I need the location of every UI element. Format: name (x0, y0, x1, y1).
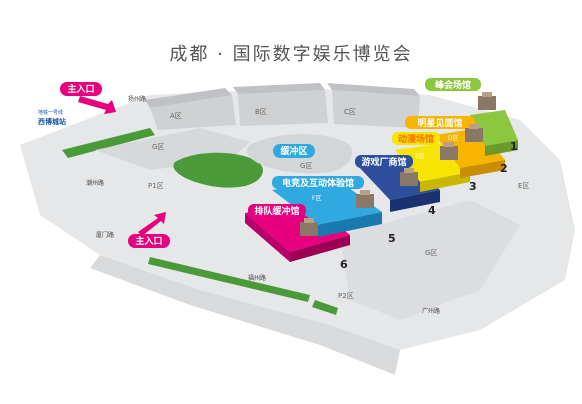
entry-south-badge (128, 234, 170, 248)
green-strip-southeast (312, 300, 338, 315)
zone-g-south (340, 200, 520, 320)
hall-5-badge (272, 176, 364, 189)
green-park (173, 152, 263, 188)
hall-4-label: 游戏厂商馆 (361, 156, 406, 168)
hall-4-side (390, 190, 440, 212)
zone-b-label: B区 (255, 108, 267, 116)
buffer-zone-badge (273, 144, 315, 158)
hall-2-zone: D区 (448, 135, 459, 142)
site-ground-lower (90, 255, 400, 375)
entry-north-label: 主入口 (67, 83, 94, 95)
hall-6-building-icon (300, 218, 318, 236)
zone-g-buffer-label: G区 (300, 162, 312, 170)
hall-6-side (290, 235, 350, 262)
hall-3-building-icon (440, 142, 458, 160)
hall-2-badge (405, 116, 475, 129)
hall-5-number: 5 (388, 232, 396, 245)
hall-1-building-icon (478, 92, 496, 110)
hall-1-zone: D区 (472, 100, 483, 107)
building-c (332, 90, 420, 128)
zone-p2-label: P2区 (338, 292, 354, 300)
road-west-north-label: 潮州路 (86, 179, 104, 187)
zone-p1-label: P1区 (148, 182, 164, 190)
building-a-top (145, 88, 232, 108)
hall-6-number: 6 (340, 258, 348, 271)
hall-3-number: 3 (469, 180, 477, 193)
hall-6-front (245, 213, 290, 262)
hall-3-zone: E区 (415, 153, 425, 160)
road-west-south-label: 厦门路 (96, 231, 114, 239)
hall-4-number: 4 (428, 204, 436, 217)
hall-2-building-icon (465, 124, 483, 142)
zone-a-label: A区 (170, 112, 182, 120)
hall-5-zone: F区 (312, 195, 321, 202)
building-b (238, 90, 328, 126)
entry-north-arrow-icon (78, 96, 116, 114)
road-east-label: 广州路 (422, 307, 440, 315)
green-strip-south (148, 257, 310, 302)
hall-3-label: 动漫场馆 (398, 133, 434, 145)
hall-1-number: 1 (510, 140, 518, 153)
entry-south-label: 主入口 (135, 235, 162, 247)
hall-2-number: 2 (500, 162, 508, 175)
hall-5-building-icon (356, 190, 374, 208)
road-south-label: 福州路 (248, 274, 266, 282)
hall-6-badge (248, 204, 306, 217)
metro-station-label: 西博城站 (38, 117, 66, 126)
hall-2-label: 明星见面馆 (417, 117, 462, 129)
zone-g-park-label: G区 (152, 143, 164, 151)
metro-line-label: 地铁一号线 (38, 109, 63, 116)
buffer-zone-label: 缓冲区 (280, 145, 307, 157)
zone-e-east-label: E区 (518, 182, 529, 190)
hall-4-badge (355, 155, 413, 168)
hall-4-building-icon (400, 168, 418, 186)
road-north-label: 扬州路 (128, 95, 146, 103)
hall-1-badge (425, 78, 481, 91)
building-a (150, 95, 236, 130)
hall-1-side (485, 140, 518, 156)
hall-3-side (420, 172, 470, 192)
hall-5-label: 电竞及互动体验馆 (282, 177, 354, 189)
zone-c-label: C区 (344, 108, 356, 116)
building-b-top (233, 83, 325, 94)
hall-1-label: 峰会场馆 (435, 79, 471, 91)
building-c-top (327, 83, 420, 96)
entry-north-badge (60, 82, 102, 96)
hall-3-badge (392, 132, 440, 145)
map-title: 成都 · 国际数字娱乐博览会 (169, 44, 412, 65)
hall-5-side (318, 212, 382, 237)
green-strip-west (62, 128, 155, 158)
hall-2-side (460, 160, 505, 178)
entry-south[interactable]: 主入口 (128, 212, 170, 248)
hall-5-top (272, 180, 382, 225)
hall-6-label: 排队缓冲馆 (254, 205, 299, 217)
entry-north[interactable]: 主入口 (60, 82, 116, 114)
zone-g-south-label: G区 (425, 249, 437, 257)
entry-south-arrow-icon (138, 212, 166, 236)
